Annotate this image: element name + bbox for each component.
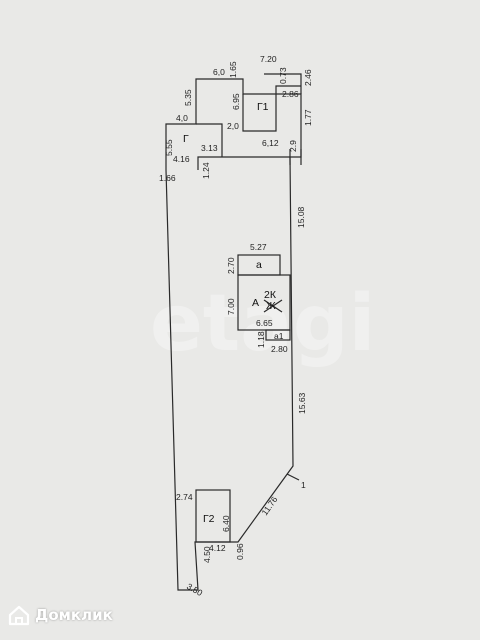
room-label-a-main: А — [252, 297, 259, 309]
dim-label: 4.12 — [209, 543, 226, 553]
dim-label: 1 — [301, 480, 306, 490]
room-label-a-small: а — [256, 259, 262, 271]
dim-label: 4.16 — [173, 154, 190, 164]
dim-label: 6.40 — [221, 515, 231, 532]
dim-label: 0.73 — [278, 67, 288, 84]
dim-label: 11.76 — [259, 494, 279, 517]
dim-label: 2.46 — [303, 69, 313, 86]
dim-label: 5.27 — [250, 242, 267, 252]
room-label-a1: а1 — [274, 331, 284, 341]
dim-label: 3.50 — [185, 581, 205, 598]
watermark: etagi — [150, 279, 375, 369]
dim-label: 2.74 — [176, 492, 193, 502]
dim-label: 2.9 — [288, 140, 298, 152]
dim-label: 5.55 — [164, 139, 174, 156]
dim-label: 2,0 — [227, 121, 239, 131]
outbuilding-g1-walls — [242, 73, 302, 132]
brand-name: Домклик — [35, 606, 113, 624]
dim-label: 4.50 — [202, 546, 212, 563]
room-code-top: 2К — [264, 289, 277, 301]
room-label-g: Г — [183, 133, 189, 145]
dim-label: 6.95 — [231, 93, 241, 110]
room-code-bottom: Ж — [266, 300, 276, 312]
dim-label: 1.77 — [303, 109, 313, 126]
dim-label: 7.00 — [226, 298, 236, 315]
dim-label: 2.80 — [271, 344, 288, 354]
dim-label: 15.63 — [297, 392, 307, 414]
dim-label: 0.96 — [235, 543, 245, 560]
room-label-g2: Г2 — [203, 513, 215, 525]
dim-label: 6,12 — [262, 138, 279, 148]
room-label-g1: Г1 — [257, 101, 269, 113]
dim-label: 1.24 — [201, 162, 211, 179]
dim-label: 15.08 — [296, 206, 306, 228]
dim-label: 1.65 — [228, 61, 238, 78]
annex-a1-block — [265, 329, 291, 341]
outbuilding-g2-block — [195, 489, 231, 543]
dim-label: 1.66 — [159, 173, 176, 183]
dim-label: 7.20 — [260, 54, 277, 64]
hatch-line — [263, 299, 283, 313]
porch-block — [237, 254, 281, 276]
outbuilding-g-walls — [196, 123, 290, 170]
dim-label: 5.35 — [183, 89, 193, 106]
dim-label: 2.70 — [226, 257, 236, 274]
brand-logo: Домклик — [8, 604, 113, 626]
dim-label: 2.86 — [282, 89, 299, 99]
tick-mark — [286, 473, 300, 481]
dim-label: 6,0 — [213, 67, 225, 77]
dim-label: 4,0 — [176, 113, 188, 123]
dim-label: 6.65 — [256, 318, 273, 328]
dim-label: 3.13 — [201, 143, 218, 153]
house-logo-icon — [8, 605, 30, 626]
dim-label: 1.18 — [256, 331, 266, 348]
